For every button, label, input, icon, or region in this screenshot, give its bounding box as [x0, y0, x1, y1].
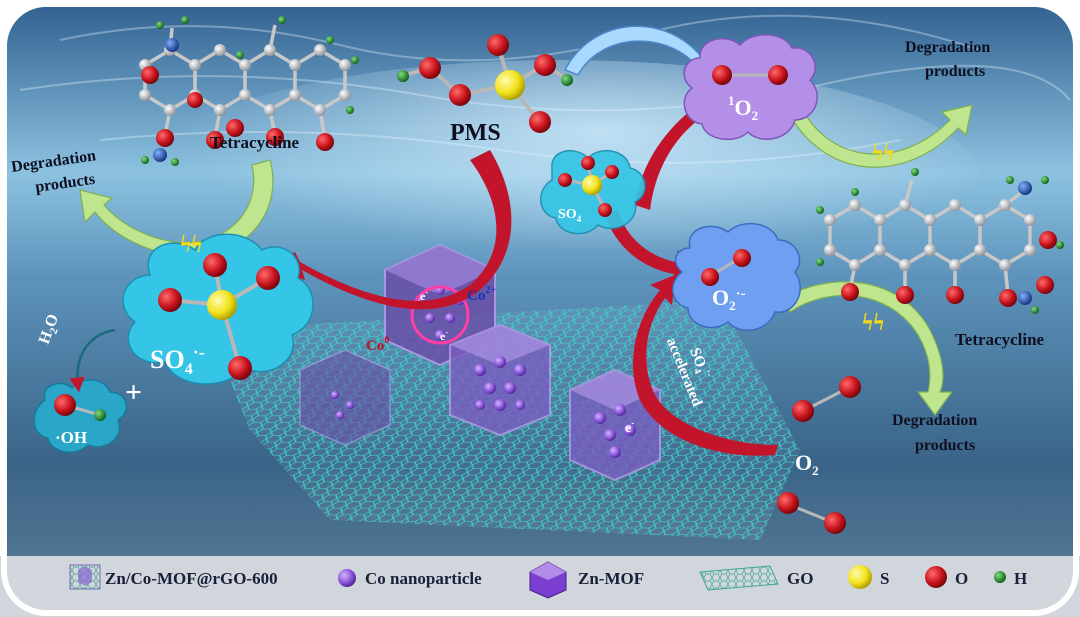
spark-icon-right: ϟϟ	[862, 310, 884, 336]
spark-icon-topright: ϟϟ	[872, 140, 894, 166]
mof-crystal-right	[569, 368, 661, 482]
tetracycline-top-label: Tetracycline	[210, 133, 300, 152]
legend-item-h: H	[994, 569, 1027, 588]
co2plus-label: Co2+	[467, 285, 496, 304]
legend-zn-mof-label: Zn-MOF	[578, 569, 644, 588]
electron-label-1: e-	[420, 288, 428, 303]
svg-text:H2O: H2O	[36, 312, 65, 347]
oxygen-icon	[925, 566, 947, 588]
singlet-oxygen-cloud	[683, 34, 818, 141]
arrow-green-right	[779, 281, 954, 417]
pms-label: PMS	[450, 120, 501, 146]
plus-sign: +	[125, 376, 142, 409]
superoxide-label: O2·-	[712, 285, 746, 313]
superoxide-molecule	[701, 249, 751, 286]
legend-item-mof-rgo: Zn/Co-MOF@rGO-600	[69, 564, 278, 590]
degradation-bottomright-line2: products	[915, 437, 975, 454]
electron-label-3: e-	[625, 418, 634, 436]
legend: Zn/Co-MOF@rGO-600 Co nanoparticle Zn-MOF…	[0, 556, 1080, 617]
co-nanoparticle-icon	[338, 569, 356, 587]
superoxide-cloud	[672, 222, 801, 331]
legend-item-o: O	[925, 566, 968, 588]
legend-item-co-np: Co nanoparticle	[338, 569, 482, 588]
o2-molecules	[777, 376, 861, 534]
h2o-label: H2O	[36, 312, 65, 347]
legend-o-label: O	[955, 569, 968, 588]
so4-main-molecule	[158, 253, 280, 380]
legend-item-s: S	[848, 565, 889, 589]
diagram-labels: PMS Tetracycline Tetracycline Degradatio…	[10, 39, 1044, 478]
arrow-pms-to-so4	[268, 150, 512, 310]
singlet-o2-molecule	[712, 65, 788, 85]
sulfur-icon	[848, 565, 872, 589]
so4-main-label: SO4·-	[150, 342, 205, 378]
legend-mof-rgo-label: Zn/Co-MOF@rGO-600	[105, 569, 278, 588]
arrow-h2o-to-oh	[69, 328, 116, 393]
tetracycline-molecule-top	[139, 16, 359, 166]
hydrogen-icon	[994, 571, 1006, 583]
pms-molecule	[397, 34, 573, 133]
legend-item-zn-mof: Zn-MOF	[529, 561, 644, 599]
legend-h-label: H	[1014, 569, 1027, 588]
tetracycline-molecule-right	[816, 168, 1064, 314]
tetracycline-right-label: Tetracycline	[955, 330, 1045, 349]
degradation-arrows	[79, 104, 973, 417]
spark-icon-left: ϟϟ	[180, 232, 202, 258]
mof-crystal-center	[449, 323, 551, 437]
legend-item-go: GO	[699, 565, 813, 591]
oh-molecule	[54, 394, 106, 421]
svg-text:SO4·-: SO4·-	[684, 345, 715, 382]
oh-label: ·OH	[55, 428, 87, 447]
degradation-bottomright-line1: Degradation	[892, 412, 977, 429]
legend-co-np-label: Co nanoparticle	[365, 569, 482, 588]
degradation-topright-line2: products	[925, 63, 985, 80]
electron-label-2: e-	[440, 328, 448, 343]
so4-small-molecule	[558, 156, 619, 217]
arrow-green-topright	[787, 104, 973, 168]
co0-label: Co0	[366, 335, 389, 354]
degradation-topright-line1: Degradation	[905, 39, 990, 56]
legend-go-label: GO	[787, 569, 813, 588]
singlet-oxygen-label: 1O2	[728, 93, 758, 123]
redox-cycle-ring	[410, 285, 470, 345]
o2-label: O2	[795, 450, 819, 478]
so4-small-label: SO4	[558, 207, 582, 224]
legend-s-label: S	[880, 569, 889, 588]
go-icon	[699, 565, 779, 591]
mof-crystal-left	[299, 349, 391, 446]
